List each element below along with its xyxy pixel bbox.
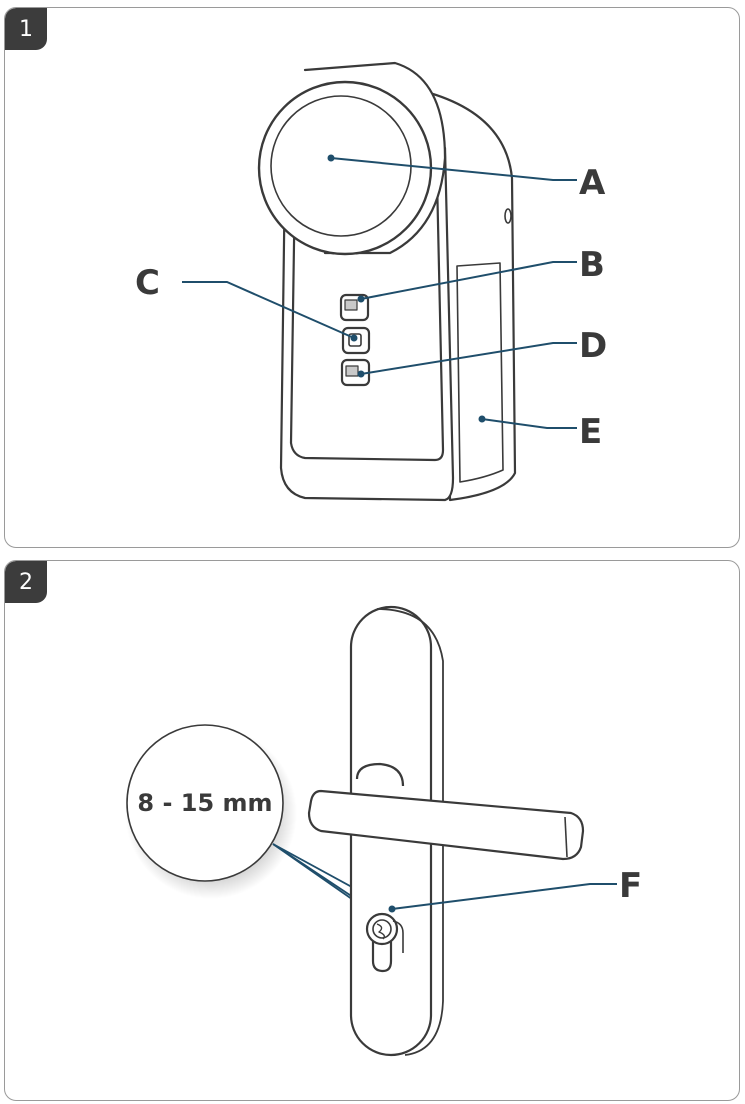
front-panel [289,176,445,462]
label-b: B [579,245,605,285]
leader-b [360,261,577,300]
magnifier-circle [126,724,284,882]
panel-number-badge: 2 [5,561,47,603]
label-d: D [579,326,607,366]
leader-e [481,418,577,429]
lever-handle [307,789,585,861]
label-e: E [579,412,602,452]
label-c: C [135,263,160,303]
panel-2: 2 8 - 15 mm [4,560,740,1101]
leader-f [391,883,617,910]
knob [257,80,433,256]
label-f: F [619,866,642,906]
door-handle-illustration: 8 - 15 mm F [125,605,642,1057]
callout-text: 8 - 15 mm [137,789,272,817]
leader-a [330,157,577,181]
leader-d [360,342,577,375]
battery-compartment [456,262,504,483]
leader-c [182,281,355,339]
panel-number-badge: 1 [5,8,47,50]
smart-lock-illustration: A B C D E [135,61,607,502]
label-a: A [579,163,606,203]
panel-1: 1 [4,7,740,548]
